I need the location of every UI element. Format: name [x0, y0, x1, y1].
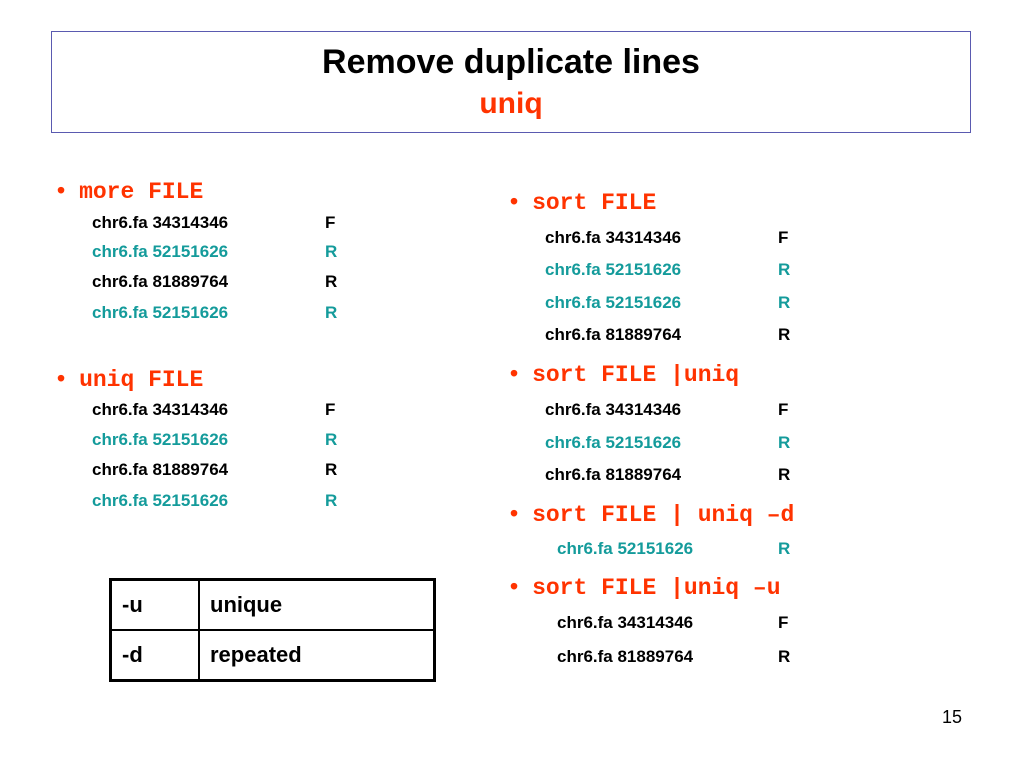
- line-strand: R: [778, 325, 791, 344]
- command-label: sort FILE: [532, 190, 657, 216]
- bullet-sort-uniq-d: • sort FILE | uniq –d: [510, 499, 795, 528]
- line-strand: F: [778, 228, 789, 247]
- line-strand: F: [778, 613, 789, 632]
- command-label: uniq FILE: [79, 367, 204, 393]
- options-table: -u unique -d repeated: [109, 578, 436, 682]
- bullet-dot: •: [510, 573, 519, 599]
- line-name: chr6.fa 52151626: [92, 430, 229, 449]
- line-name: chr6.fa 52151626: [557, 539, 694, 558]
- option-meaning: repeated: [198, 629, 436, 682]
- line-strand: R: [778, 647, 791, 666]
- bullet-dot: •: [510, 188, 519, 214]
- command-label: sort FILE |uniq –u: [532, 575, 781, 601]
- line-name: chr6.fa 34314346: [92, 400, 229, 419]
- bullet-more-file: • more FILE: [57, 176, 204, 205]
- line-name: chr6.fa 34314346: [545, 400, 682, 419]
- line-strand: R: [325, 430, 338, 449]
- line-name: chr6.fa 81889764: [545, 325, 682, 344]
- table-row: -d repeated: [109, 629, 436, 682]
- line-strand: R: [325, 272, 338, 291]
- line-strand: F: [325, 213, 336, 232]
- line-strand: R: [778, 260, 791, 279]
- line-strand: R: [778, 465, 791, 484]
- line-strand: R: [778, 433, 791, 452]
- option-flag: -d: [109, 629, 200, 682]
- command-label: more FILE: [79, 179, 204, 205]
- line-strand: R: [325, 242, 338, 261]
- slide-title: Remove duplicate lines: [322, 43, 700, 81]
- bullet-sort-uniq: • sort FILE |uniq: [510, 359, 740, 388]
- line-name: chr6.fa 81889764: [92, 460, 229, 479]
- bullet-dot: •: [510, 500, 519, 526]
- line-name: chr6.fa 81889764: [92, 272, 229, 291]
- table-row: -u unique: [109, 578, 436, 631]
- command-label: sort FILE | uniq –d: [532, 502, 795, 528]
- page-number: 15: [941, 707, 962, 727]
- bullet-dot: •: [57, 365, 66, 391]
- line-strand: R: [778, 293, 791, 312]
- title-box: Remove duplicate lines uniq: [51, 31, 971, 133]
- line-name: chr6.fa 34314346: [545, 228, 682, 247]
- line-name: chr6.fa 52151626: [92, 491, 229, 510]
- line-strand: R: [778, 539, 791, 558]
- bullet-dot: •: [510, 360, 519, 386]
- line-strand: R: [325, 491, 338, 510]
- line-name: chr6.fa 52151626: [92, 242, 229, 261]
- bullet-sort-uniq-u: • sort FILE |uniq –u: [510, 572, 781, 601]
- line-name: chr6.fa 34314346: [557, 613, 694, 632]
- line-name: chr6.fa 52151626: [545, 293, 682, 312]
- option-meaning: unique: [198, 578, 436, 631]
- slide-subtitle: uniq: [479, 87, 543, 120]
- line-strand: R: [325, 303, 338, 322]
- line-name: chr6.fa 81889764: [545, 465, 682, 484]
- line-strand: F: [325, 400, 336, 419]
- line-name: chr6.fa 52151626: [545, 433, 682, 452]
- line-name: chr6.fa 81889764: [557, 647, 694, 666]
- line-name: chr6.fa 52151626: [92, 303, 229, 322]
- line-strand: F: [778, 400, 789, 419]
- line-strand: R: [325, 460, 338, 479]
- bullet-sort-file: • sort FILE: [510, 187, 657, 216]
- option-flag: -u: [109, 578, 200, 631]
- line-name: chr6.fa 34314346: [92, 213, 229, 232]
- line-name: chr6.fa 52151626: [545, 260, 682, 279]
- bullet-dot: •: [57, 177, 66, 203]
- command-label: sort FILE |uniq: [532, 362, 740, 388]
- bullet-uniq-file: • uniq FILE: [57, 364, 204, 393]
